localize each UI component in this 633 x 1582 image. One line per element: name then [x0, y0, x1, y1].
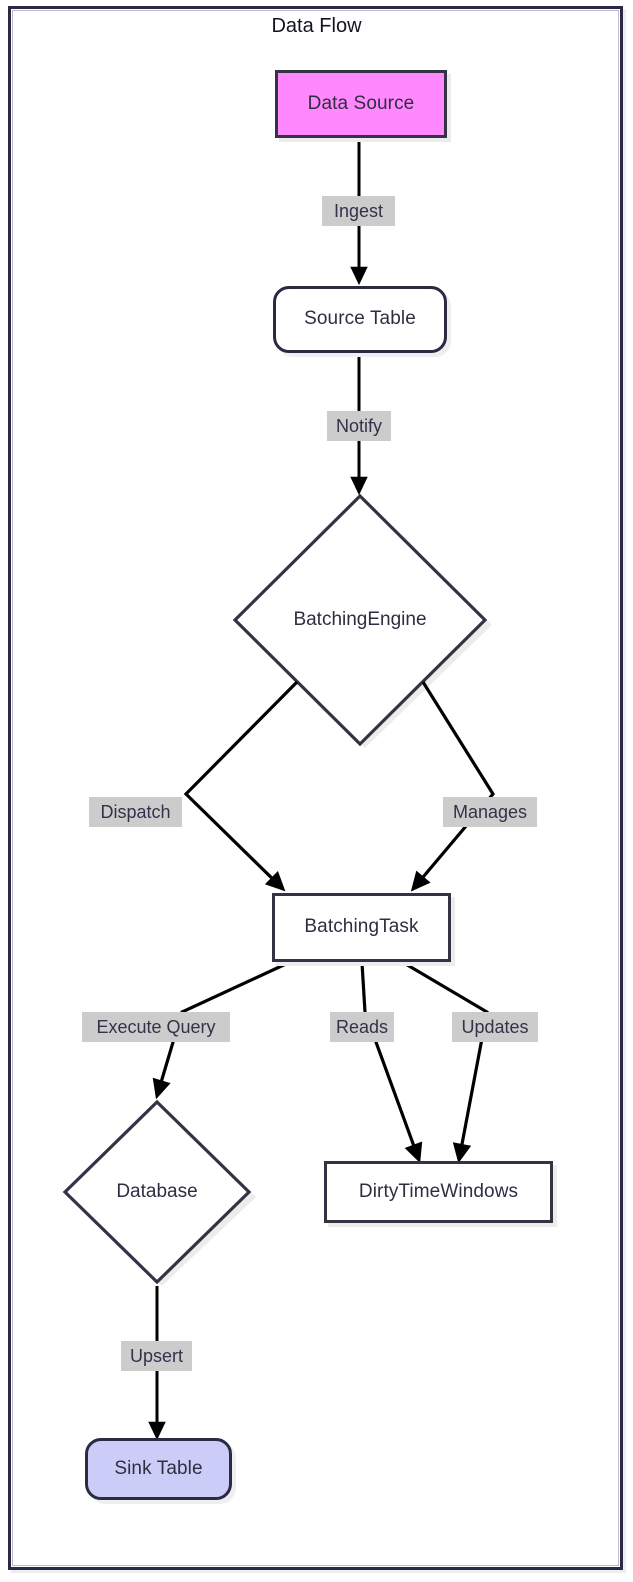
edge-label-dispatch: Dispatch	[89, 797, 182, 827]
edge-reads	[360, 962, 423, 1164]
edge-label-reads: Reads	[330, 1012, 394, 1042]
node-source-table[interactable]: Source Table	[273, 286, 447, 353]
database-diamond	[62, 1099, 252, 1285]
node-dirty-time-windows-label: DirtyTimeWindows	[358, 1180, 519, 1202]
edge-updates	[403, 961, 489, 1164]
diagram-title: Data Flow	[271, 15, 362, 37]
edge-label-manages: Manages	[443, 797, 537, 827]
node-dirty-time-windows[interactable]: DirtyTimeWindows	[324, 1161, 553, 1223]
node-data-source[interactable]: Data Source	[275, 70, 447, 138]
edge-label-upsert: Upsert	[121, 1341, 192, 1371]
node-sink-table-label: Sink Table	[114, 1457, 203, 1479]
edge-label-ingest: Ingest	[322, 196, 395, 226]
edge-label-execute-query: Execute Query	[82, 1012, 230, 1042]
edge-dispatch	[183, 680, 299, 892]
node-batching-task[interactable]: BatchingTask	[272, 893, 451, 962]
edge-label-updates: Updates	[452, 1012, 538, 1042]
edge-label-notify: Notify	[327, 411, 391, 441]
batching-engine-diamond	[232, 493, 488, 747]
node-sink-table[interactable]: Sink Table	[85, 1438, 232, 1500]
node-source-table-label: Source Table	[304, 308, 416, 330]
diagram-inner-frame	[12, 10, 619, 1566]
node-data-source-label: Data Source	[307, 92, 415, 114]
edge-manages	[410, 681, 495, 892]
node-batching-task-label: BatchingTask	[304, 916, 419, 938]
